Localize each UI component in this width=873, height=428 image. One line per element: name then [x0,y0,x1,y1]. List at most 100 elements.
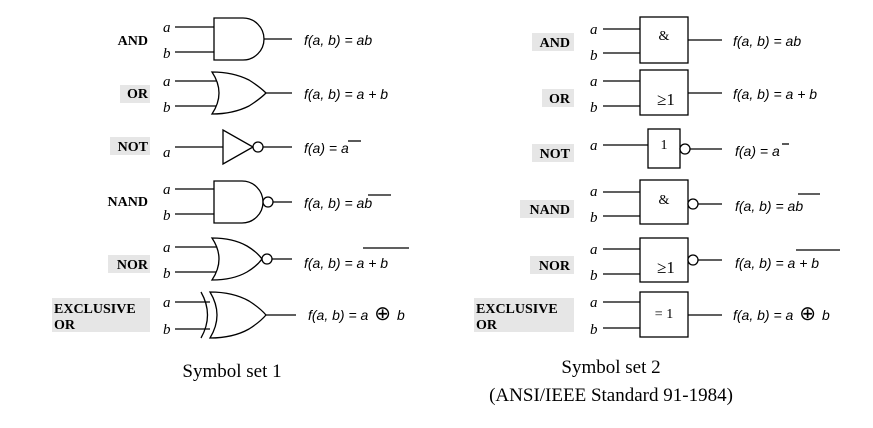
set2-xor-label-bg [474,298,574,332]
set1-or-row: OR a b f(a, b) = a + b [120,71,388,116]
set2-not-formula: f(a) = a [735,143,780,159]
set2-xor-label-line1: EXCLUSIVE [476,302,558,317]
set2-nor-formula: f(a, b) = a + b [735,255,819,271]
xor-operator-icon: ⊕ [799,303,816,325]
set1-or-label-bg [120,85,150,103]
set1-nor-label-bg [108,255,150,273]
set2-not-row: NOT a 1 f(a) = a [532,128,789,169]
set2-not-symbol-text: 1 [661,138,668,153]
set2-nand-symbol-text: & [659,193,670,208]
set2-xor-label-line2: OR [476,318,498,333]
set2-or-formula: f(a, b) = a + b [733,86,817,102]
set1-nand-row: NAND a b f(a, b) = ab [108,180,391,224]
set2-nor-bubble [687,254,699,266]
set1-not-bubble [252,141,264,153]
set1-xor-formula: f(a, b) = a ⊕b [308,303,405,325]
set1-not-label: NOT [118,140,149,155]
nand-gate-symbol [213,180,264,224]
set2-nor-row: NOR a b ≥1 f(a, b) = a + b [530,237,840,284]
set1-or-formula: f(a, b) = a + b [304,86,388,102]
set1-xor-row: EXCLUSIVE OR a b f(a, b) = a ⊕b [52,291,405,339]
set2-not-label: NOT [540,147,571,162]
set1-not-formula: f(a) = a [304,140,349,156]
set1-xor-label-line1: EXCLUSIVE [54,302,136,317]
set2-or-symbol-text: ≥1 [657,90,675,109]
set1-nand-input-a: a [163,182,171,198]
set2-xor-row: EXCLUSIVE OR a b = 1 f(a, b) = a ⊕b [474,291,830,338]
set2-or-label: OR [549,92,571,107]
set1-nor-formula: f(a, b) = a + b [304,255,388,271]
set1-nand-input-b: b [163,208,171,224]
set2-and-formula: f(a, b) = ab [733,33,801,49]
set2-xor-formula: f(a, b) = a ⊕b [733,303,830,325]
set2-xor-input-b: b [590,322,598,338]
set2-title: Symbol set 2 [561,357,660,378]
ieee-nand-gate-symbol [639,179,689,225]
set2-and-input-b: b [590,48,598,64]
set2-nand-input-b: b [590,210,598,226]
set1-xor-label-line2: OR [54,318,76,333]
set2-nand-input-a: a [590,184,598,200]
set1-and-row: AND a b f(a, b) = ab [118,17,372,62]
set2-and-symbol-text: & [659,29,670,44]
set2-nor-symbol-text: ≥1 [657,258,675,277]
set2-or-input-b: b [590,100,598,116]
set2-nand-formula: f(a, b) = ab [735,198,803,214]
or-gate-symbol [210,71,267,115]
set2-and-label-bg [532,33,574,51]
set1-xor-input-b: b [163,322,171,338]
not-gate-symbol [222,128,255,166]
set1-and-input-a: a [163,20,171,36]
set1-nor-label: NOR [117,258,149,273]
xor-gate-symbol [208,291,267,339]
set1-and-label: AND [118,34,148,49]
set2-nand-bubble [687,198,699,210]
set1-or-label: OR [127,87,149,102]
set2-nor-input-a: a [590,242,598,258]
set2-nand-row: NAND a b & f(a, b) = ab [520,179,820,226]
set2-or-input-a: a [590,74,598,90]
and-gate-symbol [213,17,265,61]
set2-or-row: OR a b ≥1 f(a, b) = a + b [542,69,817,116]
set2-and-row: AND a b & f(a, b) = ab [532,16,801,64]
set2-nor-label-bg [530,256,574,274]
set2-and-label: AND [540,36,570,51]
set2-not-label-bg [532,144,574,162]
set2-or-label-bg [542,89,574,107]
set2-xor-input-a: a [590,295,598,311]
set2-and-input-a: a [590,22,598,38]
set2-not-bubble [679,143,691,155]
set1-nand-formula: f(a, b) = ab [304,195,372,211]
set1-not-label-bg [110,137,150,155]
set2-nand-label-bg [520,200,574,218]
xor-operator-icon: ⊕ [374,303,391,325]
set1-nand-bubble [262,196,274,208]
set1-xor-extra-arc [200,291,209,339]
set1-nor-bubble [261,253,273,265]
set1-xor-input-a: a [163,295,171,311]
ieee-and-gate-symbol [639,16,689,64]
set1-not-row: NOT a f(a) = a [110,128,361,166]
set2-not-input-a: a [590,138,598,154]
set1-and-formula: f(a, b) = ab [304,32,372,48]
set2-nand-label: NAND [530,203,570,218]
set2-nor-label: NOR [539,259,571,274]
set2-nor-input-b: b [590,268,598,284]
symbol-set-2: AND a b & f(a, b) = ab OR a b ≥1 f(a, b)… [474,16,840,406]
set1-nor-input-b: b [163,266,171,282]
set1-not-input-a: a [163,145,171,161]
set1-title: Symbol set 1 [182,361,281,382]
ieee-or-gate-symbol [639,69,689,116]
set1-nor-input-a: a [163,240,171,256]
ieee-nor-gate-symbol [639,237,689,283]
set2-subtitle: (ANSI/IEEE Standard 91-1984) [489,385,733,406]
set2-xor-symbol-text: = 1 [655,307,673,322]
symbol-set-1: AND a b f(a, b) = ab OR a b f(a, b) = a … [52,17,409,382]
set1-or-input-a: a [163,74,171,90]
set1-nand-label: NAND [108,195,148,210]
nor-gate-symbol [210,237,263,281]
set1-xor-label-bg [52,298,150,332]
set1-or-input-b: b [163,100,171,116]
set1-nor-row: NOR a b f(a, b) = a + b [108,237,409,282]
